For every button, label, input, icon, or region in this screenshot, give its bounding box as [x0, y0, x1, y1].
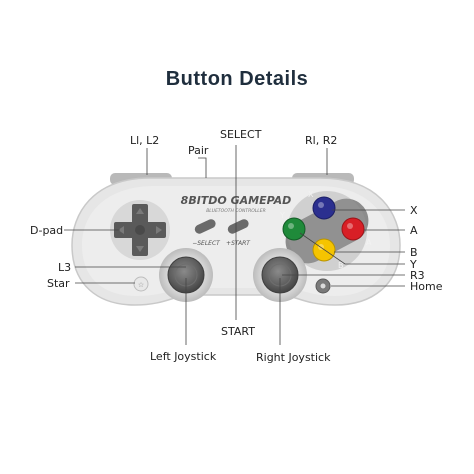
- label-star: Star: [47, 277, 70, 290]
- face-letter-a: A: [366, 238, 372, 247]
- label-dpad: D-pad: [30, 224, 63, 237]
- label-left-joystick: Left Joystick: [150, 350, 217, 363]
- label-r3: R3: [410, 269, 425, 282]
- start-button[interactable]: [226, 218, 250, 235]
- label-right-joystick: Right Joystick: [256, 351, 331, 364]
- start-text: +START: [226, 240, 251, 247]
- label-r1-r2: Rl, R2: [305, 134, 337, 147]
- x-button-shine: [318, 202, 324, 208]
- home-icon: [320, 283, 326, 289]
- face-letter-b: B: [338, 261, 344, 270]
- dpad[interactable]: [114, 204, 166, 256]
- label-l1-l2: Ll, L2: [130, 134, 159, 147]
- label-y: Y: [409, 258, 417, 271]
- x-button[interactable]: [312, 196, 336, 220]
- a-button-shine: [347, 223, 353, 229]
- label-l3: L3: [58, 261, 71, 274]
- leader-lines: [64, 145, 405, 345]
- label-b: B: [410, 246, 418, 259]
- label-start: START: [221, 325, 255, 338]
- select-text: −SELECT: [192, 240, 221, 247]
- label-home: Home: [410, 280, 443, 293]
- y-button[interactable]: [282, 217, 306, 241]
- star-button[interactable]: [133, 276, 149, 292]
- face-letter-x: X: [308, 190, 314, 199]
- label-a: A: [410, 224, 418, 237]
- face-plate: [285, 198, 369, 264]
- select-button[interactable]: [193, 218, 217, 235]
- label-x: X: [410, 204, 418, 217]
- label-pair: Pair: [188, 144, 209, 157]
- star-icon: ☆: [138, 281, 144, 289]
- face-letter-y: Y: [279, 211, 285, 220]
- a-button[interactable]: [341, 217, 365, 241]
- page-title: Button Details: [165, 68, 309, 90]
- label-select: SELECT: [220, 128, 262, 141]
- face-plate-dark: [287, 191, 367, 271]
- y-button-shine: [288, 223, 294, 229]
